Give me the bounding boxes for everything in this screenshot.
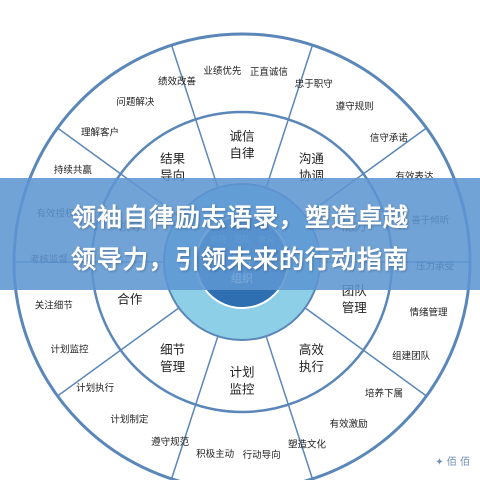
outer-item-label: 关注细节 bbox=[35, 300, 73, 312]
sector-label: 管理 bbox=[160, 359, 186, 374]
sector-divider bbox=[265, 44, 314, 189]
sector-label: 沟通 bbox=[299, 151, 325, 166]
outer-item-label: 业绩优先 bbox=[203, 65, 242, 77]
outer-item-label: 遵守规范 bbox=[151, 436, 190, 448]
outer-item-label: 正直诚信 bbox=[250, 66, 288, 78]
sector-label: 计划 bbox=[229, 365, 254, 380]
outer-item-label: 计划执行 bbox=[76, 382, 115, 394]
outer-item-label: 组建团队 bbox=[392, 350, 431, 362]
sector-label: 高效 bbox=[299, 342, 325, 357]
banner-title-line-1: 领袖自律励志语录，塑造卓越 bbox=[70, 203, 409, 232]
outer-item-label: 绩效改善 bbox=[158, 75, 197, 87]
sector-divider bbox=[170, 44, 219, 189]
outer-item-label: 理解客户 bbox=[81, 126, 119, 138]
outer-item-label: 情绪管理 bbox=[409, 307, 448, 319]
outer-item-label: 持续共赢 bbox=[54, 164, 93, 176]
sector-label: 自律 bbox=[229, 146, 254, 161]
outer-item-label: 塑造文化 bbox=[288, 439, 327, 451]
sector-label: 诚信 bbox=[229, 129, 254, 144]
sector-label: 执行 bbox=[299, 359, 324, 374]
outer-item-label: 培养下属 bbox=[365, 388, 403, 400]
outer-item-label: 积极主动 bbox=[196, 448, 234, 460]
outer-item-label: 忠于职守 bbox=[295, 78, 333, 90]
sector-divider bbox=[265, 335, 314, 480]
sector-divider bbox=[57, 307, 180, 397]
outer-item-label: 信守承诺 bbox=[370, 132, 409, 144]
watermark-logo: ✦ 佰 佰 bbox=[435, 457, 470, 468]
sector-label: 管理 bbox=[342, 300, 368, 315]
title-banner bbox=[0, 178, 480, 290]
sector-divider bbox=[304, 307, 427, 397]
banner-title-line-2: 领导力，引领未来的行动指南 bbox=[70, 245, 409, 274]
outer-item-label: 有效激励 bbox=[330, 418, 368, 430]
outer-item-label: 计划监控 bbox=[50, 343, 89, 355]
outer-item-label: 计划制定 bbox=[110, 414, 149, 426]
sector-label: 细节 bbox=[160, 342, 185, 357]
outer-item-label: 遵守规则 bbox=[336, 100, 374, 112]
outer-item-label: 行动导向 bbox=[243, 449, 281, 461]
sector-label: 监控 bbox=[229, 382, 255, 397]
sector-label: 结果 bbox=[160, 151, 186, 166]
outer-item-label: 问题解决 bbox=[116, 96, 155, 108]
sector-divider bbox=[170, 335, 219, 480]
sector-label: 合作 bbox=[117, 291, 143, 306]
